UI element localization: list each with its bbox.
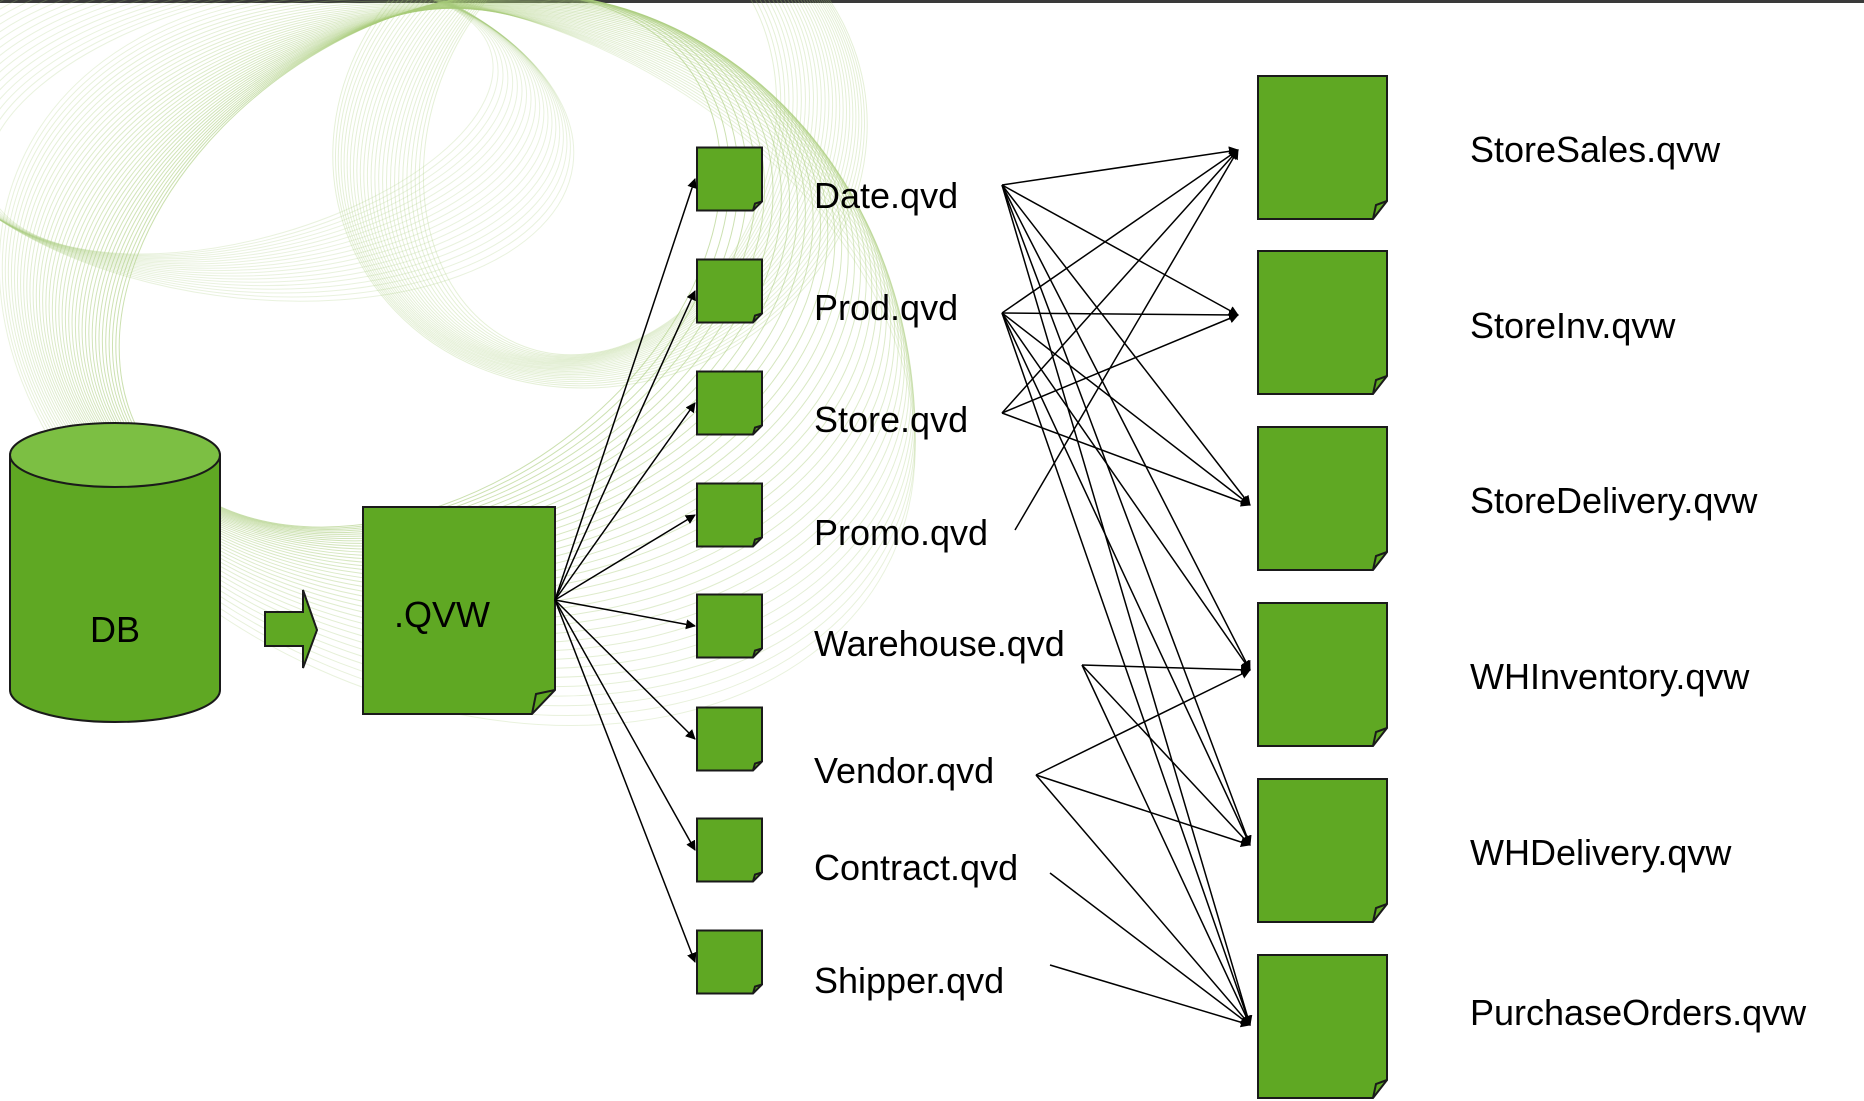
dependency-arrow (1049, 872, 1251, 1026)
qvd-document-icon (696, 146, 763, 212)
dependency-arrow (1081, 664, 1251, 1026)
dependency-arrow (1049, 964, 1251, 1028)
dependency-arrow (1035, 669, 1251, 776)
dependency-arrow (1001, 312, 1251, 846)
qvd-document-icon (696, 593, 763, 659)
qvw-app-document-icon (1257, 954, 1388, 1099)
dependency-arrow (1001, 312, 1251, 671)
qvw-extract-document (362, 506, 556, 715)
dependency-arrow (1035, 774, 1251, 847)
extract-arrow (554, 290, 696, 601)
qvw-extract-fold (531, 689, 556, 715)
dependency-arrow (1001, 412, 1251, 507)
qvw-app-label: StoreInv.qvw (1470, 305, 1676, 346)
qvw-app-document-icon (1257, 75, 1388, 220)
qvw-app-label: WHInventory.qvw (1470, 656, 1750, 697)
dependency-arrow (1001, 184, 1251, 671)
top-border (0, 0, 1864, 3)
dependency-arrow (1001, 184, 1239, 316)
database-icon (9, 422, 221, 723)
dependency-arrow (1081, 664, 1251, 846)
block-arrow-icon (264, 589, 319, 669)
qvd-label: Vendor.qvd (814, 750, 995, 791)
extract-arrow (554, 599, 697, 963)
database-label: DB (89, 609, 140, 650)
dependency-arrow (1001, 146, 1239, 186)
dependency-arrow (1081, 664, 1251, 675)
extract-arrow (554, 178, 697, 601)
dependency-arrow (1035, 774, 1251, 1026)
qvd-document-icon (696, 258, 763, 324)
extract-arrow (554, 514, 696, 601)
dependency-arrow (1001, 149, 1239, 314)
qvd-label: Promo.qvd (814, 512, 989, 553)
qvd-label: Warehouse.qvd (814, 623, 1065, 664)
qvw-app-label: PurchaseOrders.qvw (1470, 992, 1807, 1033)
dependency-arrow (1001, 184, 1253, 1026)
extract-arrow (554, 402, 696, 601)
qvw-app-document-icon (1257, 426, 1388, 571)
extract-arrow (554, 599, 696, 851)
dependency-arrow (1014, 149, 1239, 531)
qvd-label: Date.qvd (814, 175, 959, 216)
dependency-arrow (1001, 312, 1251, 506)
qvw-app-document-icon (1257, 778, 1388, 923)
qvw-app-label: WHDelivery.qvw (1470, 832, 1732, 873)
qvd-label: Store.qvd (814, 399, 969, 440)
qvd-document-icon (696, 482, 763, 548)
extract-arrow (554, 599, 696, 630)
qvw-app-label: StoreDelivery.qvw (1470, 480, 1758, 521)
qvd-document-icon (696, 929, 763, 995)
qvd-document-icon (696, 370, 763, 436)
qvw-app-document-icon (1257, 250, 1388, 395)
dependency-arrow (1001, 184, 1251, 506)
dependency-arrow (1001, 184, 1252, 846)
dependency-arrow (1001, 149, 1239, 414)
qvw-extract-label: .QVW (394, 594, 490, 635)
qvd-label: Prod.qvd (814, 287, 959, 328)
dependency-arrow (1001, 312, 1252, 1026)
dependency-arrow (1001, 313, 1239, 414)
qvw-app-label: StoreSales.qvw (1470, 129, 1721, 170)
qvw-app-document-icon (1257, 602, 1388, 747)
dependency-arrow (1001, 309, 1239, 320)
qvd-label: Shipper.qvd (814, 960, 1005, 1001)
qvd-document-icon (696, 817, 763, 883)
qvd-label: Contract.qvd (814, 847, 1019, 888)
extract-arrow (554, 599, 696, 740)
qvd-document-icon (696, 706, 763, 772)
